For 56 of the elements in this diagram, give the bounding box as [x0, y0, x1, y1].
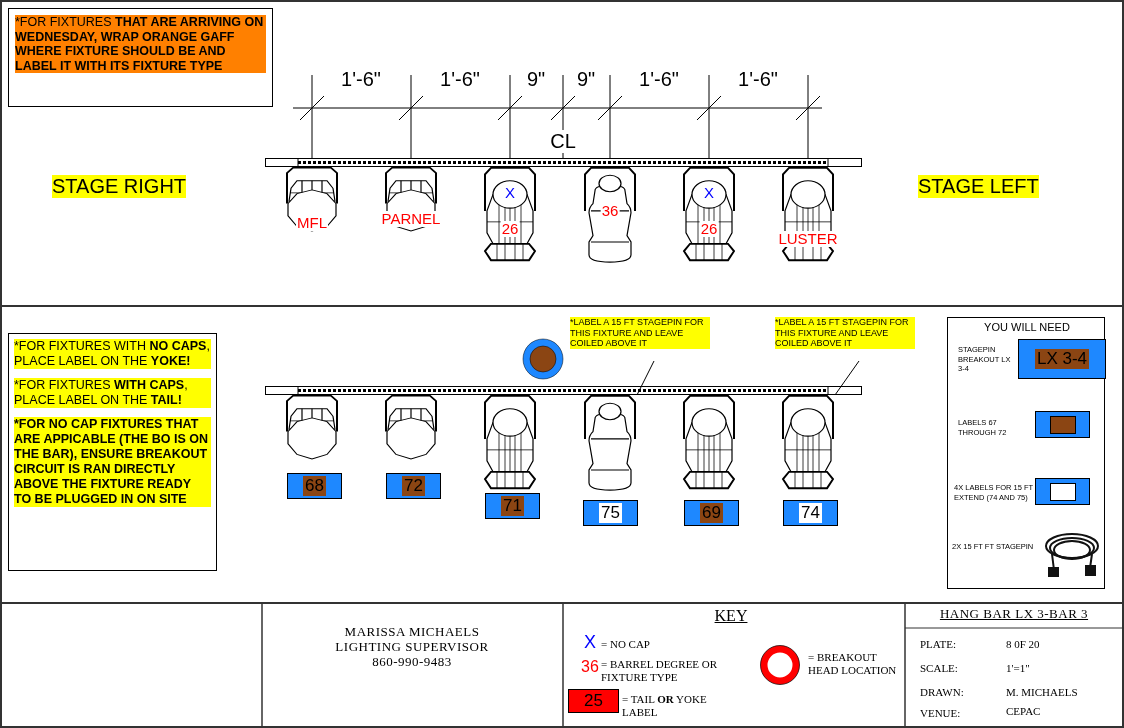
dimension-label: 9"	[526, 68, 546, 91]
fixture-type-label: 36	[581, 658, 599, 676]
field-label: DRAWN:	[920, 686, 964, 698]
dimension-label: 1'-6"	[341, 68, 381, 91]
note-text: *FOR FIXTURES THAT ARE ARRIVING ON WEDNESDAY, WRAP ORANGE GAFF WHERE FIXTURE SHOULD BE AND LABEL IT WITH ITS FIXTURE TYPE	[15, 15, 266, 73]
no-cap-mark: X	[584, 632, 596, 653]
label-tag: LX 3-4	[1018, 339, 1106, 379]
centerline-label: CL	[550, 130, 576, 153]
label-tag: 74	[783, 500, 838, 526]
label-tag-sample: 25	[568, 689, 619, 713]
title-text: LIGHTING SUPERVISOR	[335, 639, 489, 655]
field-value: 8 0F 20	[1006, 638, 1040, 650]
field-label: SCALE:	[920, 662, 958, 674]
note-text: *LABEL A 15 FT STAGEPIN FOR THIS FIXTURE AND LEAVE COILED ABOVE IT	[570, 317, 710, 349]
key-text: = NO CAP	[601, 638, 650, 650]
label-tag: 69	[684, 500, 739, 526]
field-label: VENUE:	[920, 707, 961, 719]
label-tag: 72	[386, 473, 441, 499]
field-value: CEPAC	[1006, 705, 1041, 717]
dimension-label: 1'-6"	[639, 68, 679, 91]
field-value: M. MICHAELS	[1006, 686, 1078, 698]
note-text: *LABEL A 15 FT STAGEPIN FOR THIS FIXTURE AND LEAVE COILED ABOVE IT	[775, 317, 915, 349]
field-label: PLATE:	[920, 638, 957, 650]
note-text: *FOR FIXTURES WITH CAPS, PLACE LABEL ON THE TAIL!	[14, 378, 211, 408]
fixture-type-label: MFL	[296, 215, 328, 231]
fixture-type-label: 26	[500, 221, 520, 237]
checklist-box	[947, 317, 1105, 589]
leader-line	[834, 360, 860, 396]
note-box	[8, 333, 217, 571]
field-value: 1'=1"	[1006, 662, 1030, 674]
label-tag: 68	[287, 473, 342, 499]
drawing-title: HANG BAR LX 3-BAR 3	[939, 606, 1089, 622]
dimension-label: 1'-6"	[738, 68, 778, 91]
name-text: MARISSA MICHAELS	[344, 624, 480, 640]
key-text: = BARREL DEGREE OR FIXTURE TYPE	[601, 658, 719, 684]
stage-side-label: STAGE RIGHT	[52, 175, 187, 198]
dimension-label: 9"	[576, 68, 596, 91]
note-box	[8, 8, 273, 107]
dimension-label: 1'-6"	[440, 68, 480, 91]
leader-line	[636, 360, 655, 396]
key-text: = TAIL OR YOKE LABEL	[622, 693, 708, 719]
no-cap-mark: X	[504, 185, 516, 201]
label-tag: 71	[485, 493, 540, 519]
fixture-type-label: PARNEL	[380, 211, 442, 227]
box-heading: YOU WILL NEED	[983, 321, 1071, 334]
note-text: *FOR NO CAP FIXTURES THAT ARE APPICABLE (THE BO IS ON THE BAR), ENSURE BREAKOUT CIRCUIT IS RAN DIRECTLY ABOVE THE FIXTURE READY TO BE PLUGGED IN ON SITE	[14, 417, 211, 507]
key-text: = BREAKOUT HEAD LOCATION	[808, 651, 898, 677]
fixture-type-label: 36	[600, 203, 620, 219]
note-text: *FOR FIXTURES WITH NO CAPS, PLACE LABEL ON THE YOKE!	[14, 339, 211, 369]
label-tag: 75	[583, 500, 638, 526]
stage-side-label: STAGE LEFT	[918, 175, 1039, 198]
key-heading: KEY	[714, 607, 748, 625]
no-cap-mark: X	[703, 185, 715, 201]
fixture-type-label: 26	[699, 221, 719, 237]
fixture-type-label: LUSTER	[777, 231, 839, 247]
phone-text: 860-990-9483	[372, 654, 452, 670]
